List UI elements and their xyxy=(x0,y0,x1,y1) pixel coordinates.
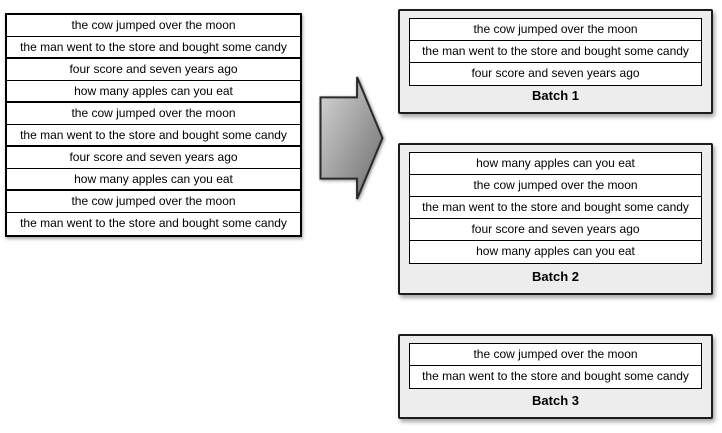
batch-row: the man went to the store and bought som… xyxy=(410,366,701,388)
right-block-arrow-icon xyxy=(319,76,384,200)
batch-label: Batch 2 xyxy=(532,269,579,284)
source-row: the man went to the store and bought som… xyxy=(7,213,300,235)
batch-row: how many apples can you eat xyxy=(410,241,701,263)
source-row: four score and seven years ago xyxy=(7,59,300,81)
source-row: the man went to the store and bought som… xyxy=(7,125,300,147)
source-row: how many apples can you eat xyxy=(7,81,300,103)
batch-box-3: the cow jumped over the moon the man wen… xyxy=(398,334,713,419)
source-sentence-list: the cow jumped over the moon the man wen… xyxy=(5,13,302,237)
batch-2-table: how many apples can you eat the cow jump… xyxy=(409,152,702,264)
batch-row: four score and seven years ago xyxy=(410,63,701,85)
source-row: the cow jumped over the moon xyxy=(7,15,300,37)
batch-box-1: the cow jumped over the moon the man wen… xyxy=(398,9,713,114)
batch-box-2: how many apples can you eat the cow jump… xyxy=(398,143,713,295)
batch-row: the man went to the store and bought som… xyxy=(410,41,701,63)
batch-row: four score and seven years ago xyxy=(410,219,701,241)
source-row: how many apples can you eat xyxy=(7,169,300,191)
batch-3-table: the cow jumped over the moon the man wen… xyxy=(409,343,702,389)
batch-row: how many apples can you eat xyxy=(410,153,701,175)
source-row: the cow jumped over the moon xyxy=(7,103,300,125)
batch-label: Batch 3 xyxy=(532,393,579,408)
source-row: the cow jumped over the moon xyxy=(7,191,300,213)
batch-row: the cow jumped over the moon xyxy=(410,344,701,366)
batch-row: the man went to the store and bought som… xyxy=(410,197,701,219)
batch-row: the cow jumped over the moon xyxy=(410,19,701,41)
batch-label: Batch 1 xyxy=(532,88,579,103)
batch-row: the cow jumped over the moon xyxy=(410,175,701,197)
batch-1-table: the cow jumped over the moon the man wen… xyxy=(409,18,702,86)
source-row: four score and seven years ago xyxy=(7,147,300,169)
source-row: the man went to the store and bought som… xyxy=(7,37,300,59)
